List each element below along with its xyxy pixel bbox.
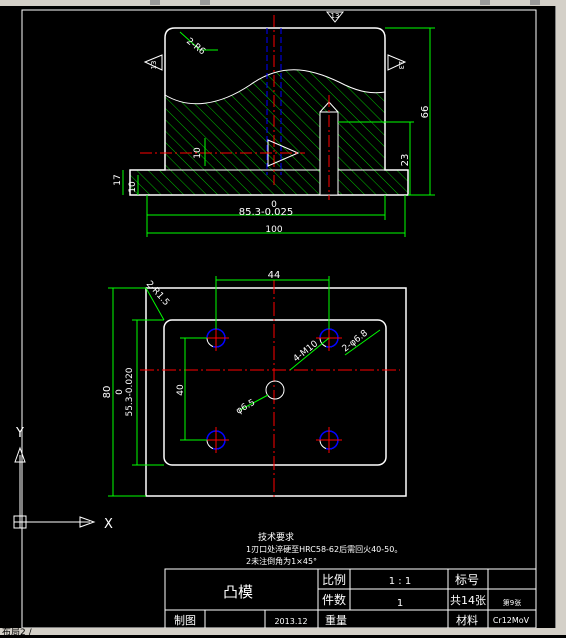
vertical-scrollbar[interactable] — [555, 6, 566, 628]
leader-tap — [289, 337, 330, 371]
dim-width-tol-upper: 0 — [271, 200, 277, 210]
dim-hole-spacing-x: 44 — [268, 270, 281, 281]
corner-radius-label: 2-R1.5 — [144, 279, 171, 308]
dim-width-tol: 85.3-0.025 — [239, 207, 294, 218]
dim-post: 23 — [400, 154, 411, 167]
layout-tab-bar[interactable]: 布局2 / — [0, 628, 566, 638]
dim-base: 10 — [128, 181, 138, 193]
material-value: Cr12MoV — [493, 616, 530, 625]
hole-tap-label: 4-M10 — [292, 339, 321, 364]
punch-outline — [129, 27, 409, 196]
toolbar-button[interactable] — [480, 0, 490, 5]
leader-corner — [145, 287, 165, 321]
scale-value: 1 : 1 — [389, 576, 411, 587]
section-tag-top — [325, 11, 345, 23]
sheet-no: 第9张 — [503, 598, 521, 607]
section-tag-top-text: 13 — [331, 12, 340, 20]
scale-label: 比例 — [322, 573, 346, 587]
dim-hole-spacing-y: 40 — [176, 384, 186, 396]
dim-width-total: 100 — [265, 225, 282, 235]
quantity-value: 1 — [397, 598, 403, 609]
toolbar-strip — [0, 0, 566, 6]
ucs-x-label: X — [104, 517, 113, 532]
quantity-label: 件数 — [322, 592, 346, 607]
section-hatch — [130, 69, 408, 195]
toolbar-button[interactable] — [530, 0, 540, 5]
drawing-date: 2013.12 — [274, 617, 307, 626]
toolbar-button[interactable] — [200, 0, 210, 5]
section-view: 0 85.3-0.025 100 66 23 17 10 10 2-R6 13 … — [113, 11, 435, 237]
sheet-total: 共14张 — [450, 594, 486, 607]
plan-view: 44 80 0 55.3-0.020 40 2-R1.5 4-M10 2-φ6.… — [102, 270, 407, 500]
base-outline — [145, 287, 407, 497]
punch-top-outline — [163, 319, 387, 466]
section-tag-left-text: 13 — [150, 61, 158, 70]
toolbar-button[interactable] — [150, 0, 160, 5]
dim-height-total: 66 — [420, 106, 431, 119]
center-hole-label: φ6.5 — [235, 398, 258, 417]
leader-r6 — [179, 31, 201, 51]
dim-hole-depth: 10 — [193, 147, 203, 159]
part-name: 凸模 — [223, 583, 253, 601]
drawing-no-label: 标号 — [455, 573, 479, 587]
hole-pin-label: 2-φ6.8 — [341, 328, 370, 354]
layout-tab[interactable]: 布局2 / — [2, 628, 32, 638]
drawn-by-label: 制图 — [174, 614, 196, 627]
section-tag-left — [143, 54, 163, 71]
center-hole — [265, 380, 285, 400]
weight-label: 重量 — [325, 613, 347, 627]
ucs-y-label: Y — [15, 426, 24, 441]
break-line — [164, 69, 386, 105]
drawing-canvas[interactable]: 0 85.3-0.025 100 66 23 17 10 10 2-R6 13 … — [0, 0, 556, 628]
notes-heading: 技术要求 — [258, 531, 294, 543]
notes-line-2: 2未注倒角为1×45° — [246, 556, 317, 566]
radius-label: 2-R6 — [184, 36, 207, 57]
hole-bottom-right — [316, 427, 342, 453]
dim-height-tol-upper: 0 — [115, 389, 125, 395]
section-tag-right — [387, 54, 407, 71]
title-block — [164, 568, 537, 628]
leader-center-hole — [239, 394, 269, 411]
notes-line-1: 1刃口处淬硬至HRC58-62后需回火40-50。 — [246, 544, 402, 554]
dim-height-total: 80 — [102, 386, 113, 399]
section-tag-right-text: 13 — [397, 61, 405, 70]
dim-height-tol: 55.3-0.020 — [125, 367, 135, 416]
drawing-border — [21, 9, 537, 628]
ucs-icon — [13, 446, 96, 529]
material-label: 材料 — [456, 613, 478, 627]
dim-step: 17 — [113, 174, 123, 185]
leader-pin — [344, 329, 381, 356]
